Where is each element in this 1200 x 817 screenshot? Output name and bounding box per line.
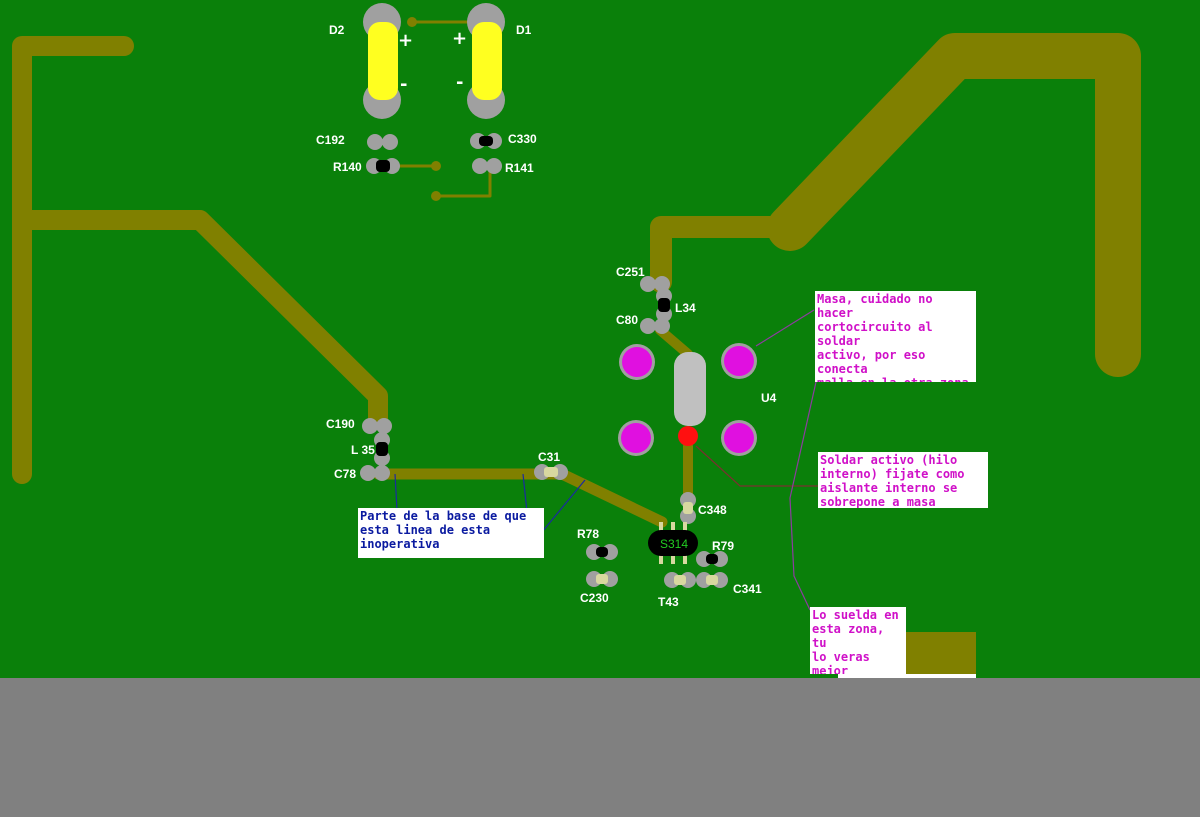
note-underline <box>838 674 976 678</box>
component-c31 <box>534 464 568 480</box>
note-lo-suelda: Lo suelda en esta zona, tu lo veras mejo… <box>810 607 906 674</box>
note-soldar-activo: Soldar activo (hilo interno) fijate como… <box>818 452 988 508</box>
trace-left-branch <box>12 210 388 428</box>
label-r79: R79 <box>712 539 734 553</box>
ground-pad <box>724 346 754 376</box>
component-c330 <box>470 133 502 149</box>
component-c190 <box>362 418 392 434</box>
component-r141 <box>472 158 502 174</box>
leader-base-3 <box>541 479 586 533</box>
diode-d2 <box>363 3 401 119</box>
d1-minus-sign: - <box>456 72 463 93</box>
label-c230: C230 <box>580 591 609 605</box>
diode-d1 <box>467 3 505 119</box>
label-c78: C78 <box>334 467 356 481</box>
trace-upper-right <box>650 216 791 293</box>
d2-plus-sign: + <box>398 30 413 51</box>
label-c330: C330 <box>508 132 537 146</box>
component-c251 <box>640 276 670 292</box>
copper-traces <box>12 20 1141 678</box>
component-c192 <box>367 134 398 150</box>
label-d2: D2 <box>329 23 345 37</box>
label-r78: R78 <box>577 527 599 541</box>
transistor-s314 <box>648 522 698 564</box>
connector-u4 <box>618 343 757 456</box>
leader-base-1 <box>394 473 398 511</box>
hot-point <box>678 426 698 446</box>
ground-pad <box>724 423 754 453</box>
leader-activo <box>695 445 818 487</box>
component-l34 <box>656 288 672 322</box>
label-t43: T43 <box>658 595 679 609</box>
component-l35 <box>374 432 390 466</box>
leader-lines <box>394 309 818 611</box>
component-c348 <box>680 492 696 524</box>
label-c80: C80 <box>616 313 638 327</box>
trace-end-dot <box>431 161 441 171</box>
pcb-board: + + - - <box>0 0 1200 678</box>
component-r140 <box>366 158 400 174</box>
trace-right-diagonal <box>767 33 1141 377</box>
note-base-inoperativa: Parte de la base de que esta linea de es… <box>358 508 544 558</box>
ground-pad <box>622 347 652 377</box>
label-r141: R141 <box>505 161 534 175</box>
label-d1: D1 <box>516 23 532 37</box>
label-c348: C348 <box>698 503 727 517</box>
label-l34: L34 <box>675 301 696 315</box>
trace-r141 <box>434 168 492 198</box>
label-c192: C192 <box>316 133 345 147</box>
canvas-background <box>0 678 1200 817</box>
copper-solder-zone <box>904 632 976 678</box>
ground-pad <box>621 423 651 453</box>
label-s314: S314 <box>660 537 688 551</box>
component-r78 <box>586 544 618 560</box>
label-l35: L 35 <box>351 443 375 457</box>
label-c190: C190 <box>326 417 355 431</box>
trace-end-dot <box>431 191 441 201</box>
leader-masa <box>755 309 815 347</box>
component-c80 <box>640 318 670 334</box>
label-c251: C251 <box>616 265 645 279</box>
d2-minus-sign: - <box>400 74 407 95</box>
label-c31: C31 <box>538 450 560 464</box>
trace-left-frame <box>12 36 134 484</box>
leader-base-2 <box>522 473 528 513</box>
u4-body <box>674 352 706 426</box>
component-t43 <box>664 572 696 588</box>
component-c78 <box>360 465 390 481</box>
component-c230 <box>586 571 618 587</box>
d1-plus-sign: + <box>452 28 467 49</box>
component-labels: D2 D1 C192 C330 R140 R141 C251 L34 C80 U… <box>316 23 777 609</box>
component-r79 <box>696 551 728 567</box>
pcb-layout: + + - - <box>12 3 1141 678</box>
component-c341 <box>696 572 728 588</box>
note-masa: Masa, cuidado no hacer cortocircuito al … <box>815 291 976 382</box>
trace-c80-u4 <box>655 325 693 359</box>
label-u4: U4 <box>761 391 777 405</box>
label-c341: C341 <box>733 582 762 596</box>
trace-end-dot <box>407 17 417 27</box>
label-r140: R140 <box>333 160 362 174</box>
leader-suelda <box>789 381 817 611</box>
